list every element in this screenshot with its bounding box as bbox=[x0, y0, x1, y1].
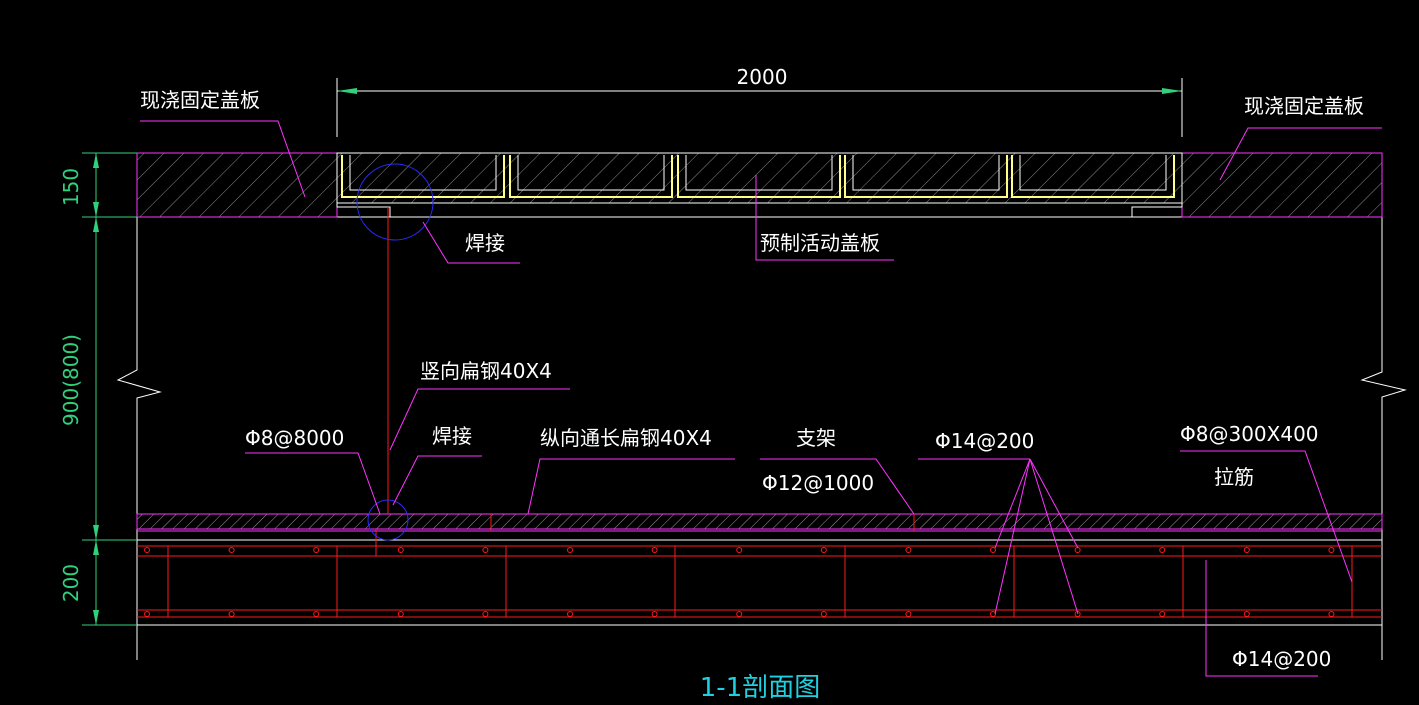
drawing-title: 1-1剖面图 bbox=[700, 673, 820, 703]
vertical-flat-steel-label: 竖向扁钢40X4 bbox=[420, 359, 552, 383]
base-thickness-text: 200 bbox=[59, 564, 83, 602]
rebar-dot-top-2 bbox=[228, 547, 235, 553]
top-rebar-leader bbox=[918, 458, 1079, 615]
channel-frame-4 bbox=[844, 155, 1008, 198]
tie-spec-label: Φ8@300X400 bbox=[1180, 422, 1319, 446]
rebar-dot-top-8 bbox=[736, 547, 743, 553]
rebar-dot-top-13 bbox=[1159, 547, 1166, 553]
rebar-dot-bottom-14 bbox=[1243, 611, 1250, 617]
rebar-dot-top-12 bbox=[1074, 547, 1081, 553]
rebar-dot-bottom-9 bbox=[820, 611, 827, 617]
channel-frame-3 bbox=[677, 155, 841, 198]
precast-slab-label: 预制活动盖板 bbox=[760, 231, 880, 255]
cast-slab-left-label: 现浇固定盖板 bbox=[140, 88, 260, 112]
depth-text: 900(800) bbox=[59, 334, 83, 426]
rebar-dot-top-7 bbox=[651, 547, 658, 553]
span-dimension-text: 2000 bbox=[737, 65, 788, 89]
rebar-dot-bottom-5 bbox=[482, 611, 489, 617]
rebar-dot-top-10 bbox=[905, 547, 912, 553]
channel-inner-5 bbox=[1019, 155, 1167, 191]
rebar-dot-bottom-4 bbox=[397, 611, 404, 617]
vertical-flat-steel-bar bbox=[375, 207, 389, 556]
rebar-dot-bottom-3 bbox=[313, 611, 320, 617]
weld-detail-circle-top bbox=[356, 163, 434, 241]
cast-slab-right-label: 现浇固定盖板 bbox=[1244, 94, 1364, 118]
stirrups bbox=[167, 514, 1353, 617]
rebar-dot-bottom-6 bbox=[567, 611, 573, 617]
ledge-supports bbox=[336, 203, 1183, 217]
support-label: 支架 bbox=[796, 426, 836, 450]
rebar-dot-bottom-11 bbox=[990, 611, 996, 617]
channel-inner-1 bbox=[349, 155, 497, 191]
slab-thickness-text: 150 bbox=[59, 168, 83, 206]
rebar-dot-top-5 bbox=[482, 547, 489, 553]
weld-top-label: 焊接 bbox=[465, 231, 505, 255]
bottom-rebar-label: Φ14@200 bbox=[1232, 647, 1331, 671]
rebar-dot-top-9 bbox=[820, 547, 827, 553]
rebar-dot-bottom-7 bbox=[651, 611, 658, 617]
rebar-dot-bottom-8 bbox=[736, 611, 743, 617]
rebar-dot-bottom-15 bbox=[1328, 611, 1335, 617]
rebar-left-label: Φ8@8000 bbox=[245, 426, 344, 450]
rebar-dot-bottom-13 bbox=[1159, 611, 1166, 617]
channel-frame-5 bbox=[1011, 155, 1175, 198]
vertical-dimensions bbox=[82, 152, 137, 626]
span-dimension bbox=[336, 78, 1183, 137]
outline bbox=[116, 153, 1407, 660]
longitudinal-flat-steel-label: 纵向通长扁钢40X4 bbox=[540, 426, 712, 450]
channel-frames bbox=[341, 155, 1175, 198]
base-rebar-lines bbox=[137, 530, 1382, 618]
tie-label: 拉筋 bbox=[1214, 465, 1254, 489]
precast-slab-group bbox=[336, 152, 1183, 204]
rebar-dot-top-3 bbox=[313, 547, 320, 553]
rebar-dot-top-14 bbox=[1243, 547, 1250, 553]
support-spec-label: Φ12@1000 bbox=[762, 471, 874, 495]
rebar-dot-top-1 bbox=[144, 547, 150, 553]
cast-slab-left bbox=[136, 152, 338, 218]
channel-inner-2 bbox=[517, 155, 665, 191]
rebar-dots bbox=[144, 547, 1335, 617]
rebar-dot-top-11 bbox=[990, 547, 996, 553]
rebar-dot-top-4 bbox=[397, 547, 404, 553]
channel-inner-4 bbox=[852, 155, 1000, 191]
weld-detail-circle-bottom bbox=[367, 499, 409, 541]
top-rebar-label: Φ14@200 bbox=[935, 429, 1034, 453]
rebar-dot-top-15 bbox=[1328, 547, 1335, 553]
rebar-dot-bottom-2 bbox=[228, 611, 235, 617]
rebar-dot-bottom-1 bbox=[144, 611, 150, 617]
channel-frame-2 bbox=[509, 155, 673, 198]
flat-steel-strip bbox=[136, 513, 1383, 530]
channel-inner-3 bbox=[685, 155, 833, 191]
weld-bottom-label: 焊接 bbox=[432, 424, 472, 448]
cast-slab-right bbox=[1181, 152, 1383, 218]
rebar-dot-bottom-10 bbox=[905, 611, 912, 617]
channel-frame-1 bbox=[341, 155, 505, 198]
rebar-dot-top-6 bbox=[567, 547, 573, 553]
leader-lines bbox=[140, 120, 1382, 677]
